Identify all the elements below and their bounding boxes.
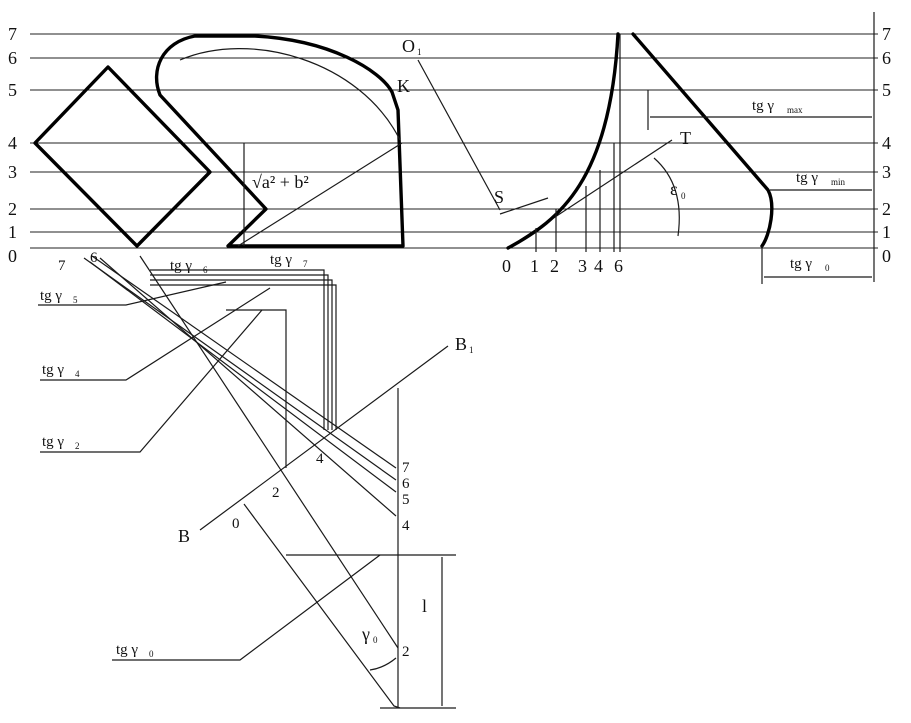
level-label-7-right: 7 xyxy=(882,24,891,44)
level-label-7: 7 xyxy=(8,24,17,44)
tg-g4-subscript: 4 xyxy=(75,369,80,379)
tg-g6-label: tg γ xyxy=(170,258,192,274)
epsilon-arc xyxy=(653,157,680,237)
level-lines xyxy=(30,12,878,282)
right-label-7: 7 xyxy=(402,460,410,476)
level-label-2: 2 xyxy=(8,199,17,219)
tg-g0-label: tg γ xyxy=(116,642,138,658)
base-tick-2: 2 xyxy=(550,256,559,276)
b-mark-2: 2 xyxy=(272,485,280,501)
diamond-shape xyxy=(33,65,212,248)
b-mark-0: 0 xyxy=(232,516,240,532)
tg-g0-subscript: 0 xyxy=(149,649,154,659)
o1-label: O xyxy=(402,36,415,56)
b-label: B xyxy=(178,526,190,546)
tg-0-right-label: tg γ xyxy=(790,256,812,272)
right-label-2: 2 xyxy=(402,644,410,660)
tg-g7-label: tg γ xyxy=(270,252,292,268)
fan-label-7: 7 xyxy=(58,258,66,274)
level-label-0-right: 0 xyxy=(882,246,891,266)
level-label-5-right: 5 xyxy=(882,80,891,100)
l-label: l xyxy=(422,596,427,616)
tg-gamma-curve xyxy=(631,32,774,248)
tg-min-label: tg γ xyxy=(796,170,818,186)
base-tick-1: 1 xyxy=(530,256,539,276)
level-label-5: 5 xyxy=(8,80,17,100)
gamma0-arc xyxy=(369,657,397,671)
base-verticals xyxy=(535,34,621,252)
cam-profile xyxy=(154,34,405,248)
tg-g5-subscript: 5 xyxy=(73,295,78,305)
tg-0-right-subscript: 0 xyxy=(825,263,830,273)
parallel-lines xyxy=(150,269,337,468)
k-label: K xyxy=(397,76,410,96)
o1-radius-line xyxy=(417,59,501,211)
base-tick-3: 3 xyxy=(578,256,587,276)
b1-label: B xyxy=(455,334,467,354)
level-label-4-right: 4 xyxy=(882,133,891,153)
s-arrow xyxy=(499,197,549,215)
t-label: T xyxy=(680,128,691,148)
gamma0-subscript: 0 xyxy=(373,635,378,645)
b-mark-4: 4 xyxy=(316,451,324,467)
tg-min-subscript: min xyxy=(831,177,846,187)
level-label-3-right: 3 xyxy=(882,162,891,182)
cam-inner-arc xyxy=(179,48,401,141)
right-label-5: 5 xyxy=(402,492,410,508)
level-label-6-right: 6 xyxy=(882,48,891,68)
zero-construction xyxy=(243,503,401,709)
leader-lines xyxy=(38,281,381,661)
sqrt-diagonal xyxy=(237,142,403,247)
base-tick-6: 6 xyxy=(614,256,623,276)
level-label-1: 1 xyxy=(8,222,17,242)
tg-max-label: tg γ xyxy=(752,98,774,114)
level-label-2-right: 2 xyxy=(882,199,891,219)
tg-max-subscript: max xyxy=(787,105,803,115)
left-level-numbers: 7 6 5 4 3 2 1 0 xyxy=(8,24,17,266)
o1-subscript: 1 xyxy=(417,47,422,57)
tg-g2-subscript: 2 xyxy=(75,441,80,451)
right-label-4: 4 xyxy=(402,518,410,534)
level-label-0: 0 xyxy=(8,246,17,266)
level-label-4: 4 xyxy=(8,133,17,153)
base-tick-0: 0 xyxy=(502,256,511,276)
sqrt-label: √a² + b² xyxy=(252,172,309,192)
displacement-curve xyxy=(506,32,620,250)
gamma0-label: γ xyxy=(361,624,370,644)
base-tick-4: 4 xyxy=(594,256,603,276)
fan-label-6: 6 xyxy=(90,250,98,266)
s-label: S xyxy=(494,187,504,207)
epsilon-subscript: 0 xyxy=(681,191,686,201)
level-label-6: 6 xyxy=(8,48,17,68)
right-label-6: 6 xyxy=(402,476,410,492)
right-level-numbers: 7 6 5 4 3 2 1 0 xyxy=(882,24,891,266)
level-label-3: 3 xyxy=(8,162,17,182)
tg-g5-label: tg γ xyxy=(40,288,62,304)
level-label-1-right: 1 xyxy=(882,222,891,242)
tg-g4-label: tg γ xyxy=(42,362,64,378)
tg-g6-subscript: 6 xyxy=(203,265,208,275)
fan-lines xyxy=(83,255,399,649)
tg-g2-label: tg γ xyxy=(42,434,64,450)
b1-subscript: 1 xyxy=(469,345,474,355)
tg-g7-subscript: 7 xyxy=(303,259,308,269)
epsilon-label: ε xyxy=(670,179,678,199)
